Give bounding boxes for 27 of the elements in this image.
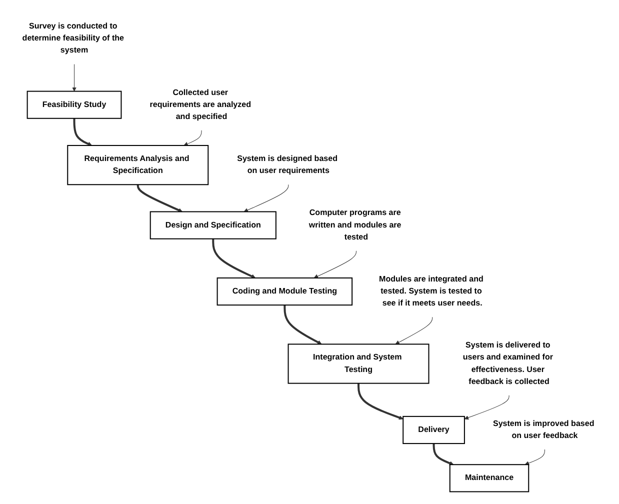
node-text: Collected user requirements are analyzed and specified [150, 88, 252, 121]
node-box: Coding and Module Testing [216, 277, 353, 306]
node-box: Delivery [402, 416, 465, 444]
node-box: Requirements Analysis and Specification [67, 144, 209, 185]
arrow [184, 130, 202, 146]
arrow [284, 304, 322, 344]
node-box: Design and Specification [150, 210, 276, 239]
node-text: Computer programs are written and modules are tested [308, 208, 402, 241]
arrow [136, 184, 183, 212]
arrow [395, 316, 433, 344]
arrow [73, 118, 92, 146]
node-box: Maintenance [449, 464, 530, 492]
arrow [358, 382, 404, 420]
node-text: Survey is conducted to determine feasibility of the system [22, 22, 124, 54]
arrow [314, 250, 356, 278]
node-text: System is improved based on user feedback [492, 419, 594, 440]
arrow [244, 184, 289, 212]
node-text: System is designed based on user requirements [237, 154, 338, 175]
node-text: System is delivered to users and examined for effectiveness. User feedback is collected [462, 340, 553, 386]
node-box: Feasibility Study [26, 90, 122, 119]
arrow [524, 448, 545, 465]
arrow [432, 443, 454, 465]
node-box: Integration and System Testing [288, 343, 430, 384]
arrow [464, 394, 510, 420]
arrow [72, 64, 76, 92]
node-text: Modules are integrated and tested. System is tested to see if it meets user needs. [379, 274, 484, 308]
arrow [212, 238, 256, 278]
